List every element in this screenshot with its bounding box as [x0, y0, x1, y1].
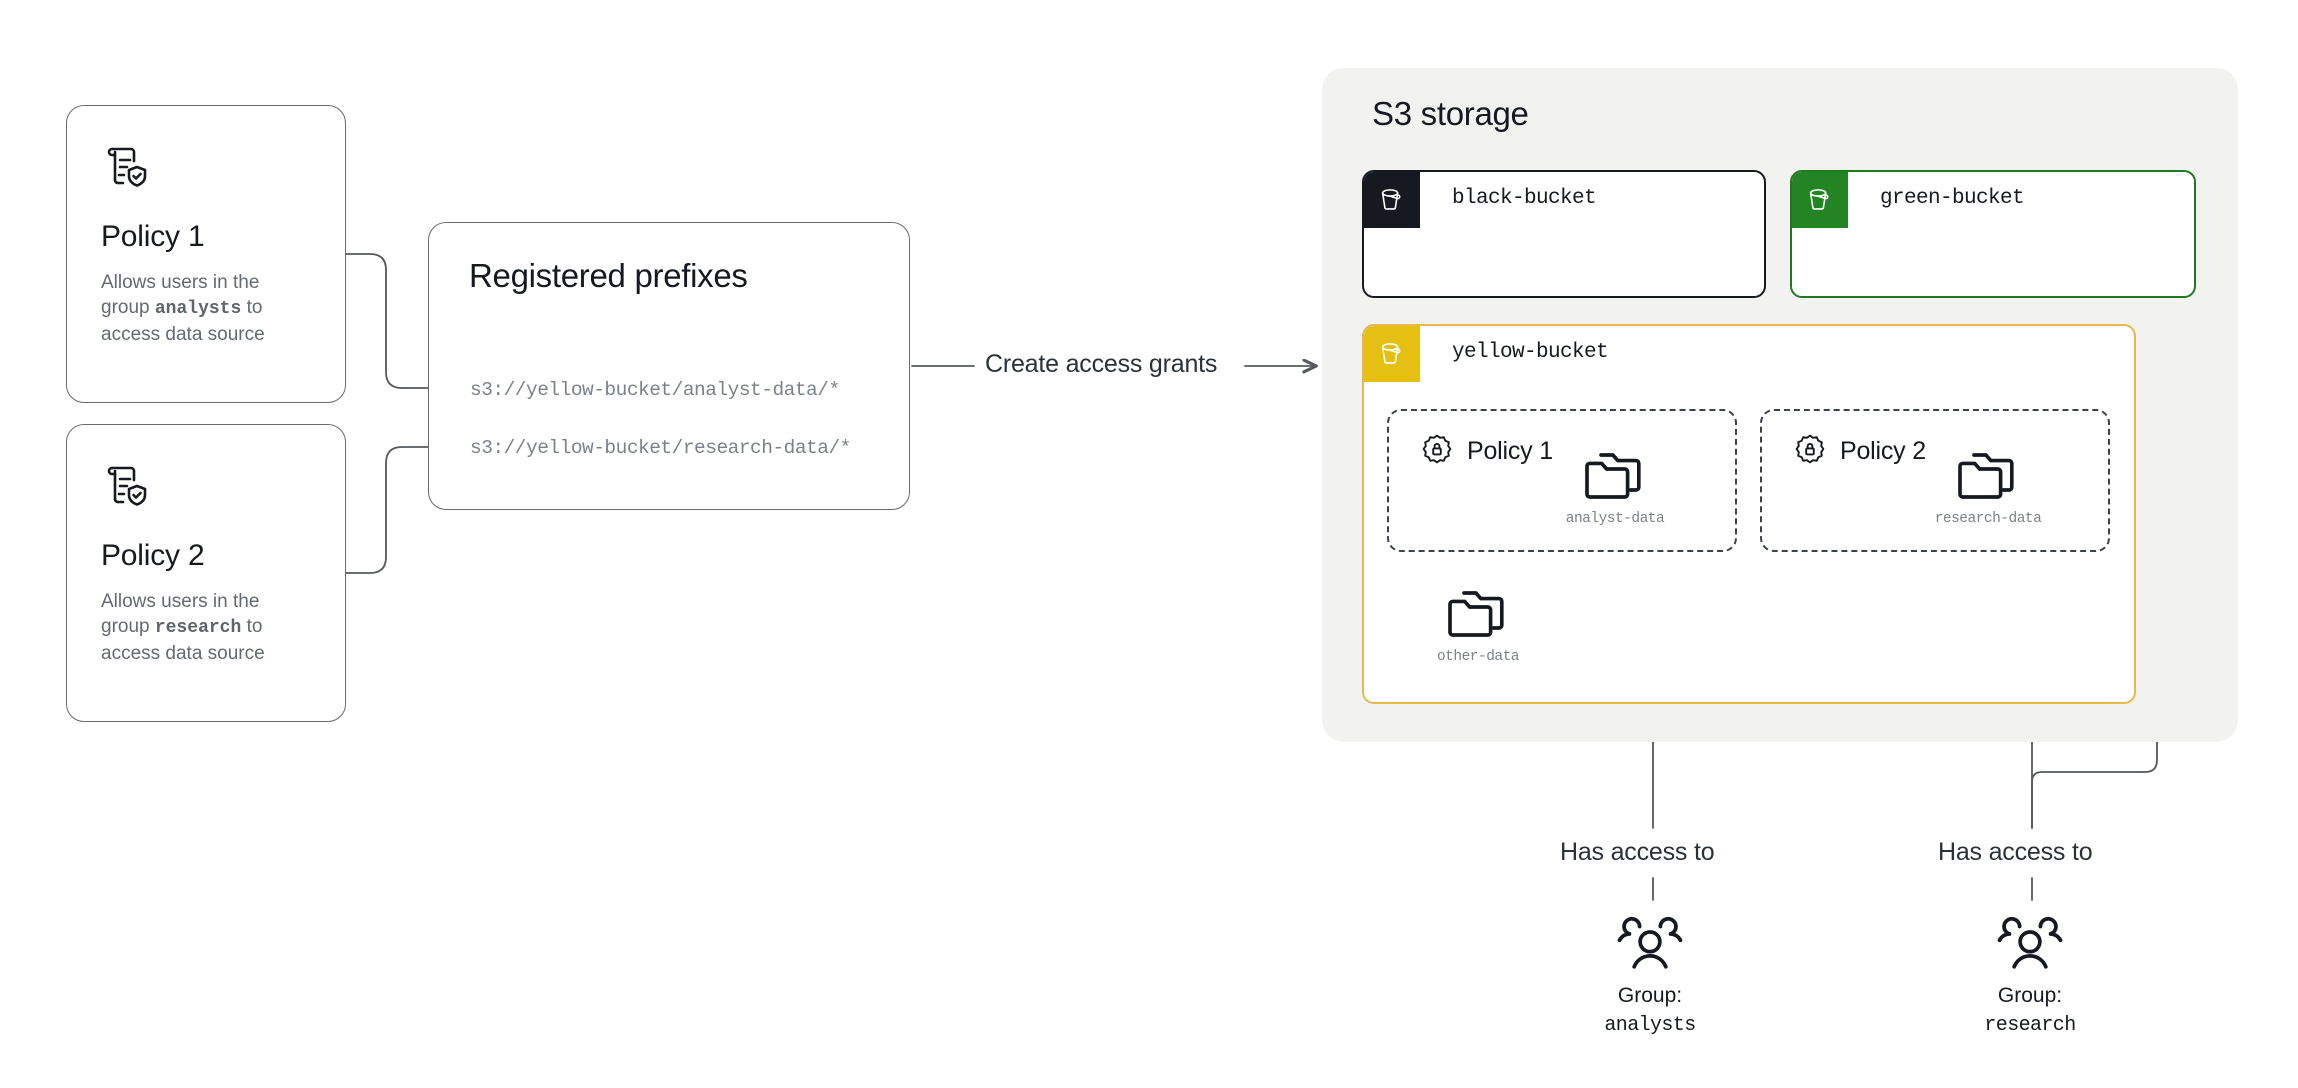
policy-lock-badge-icon — [1794, 433, 1826, 470]
has-access-to-label-2: Has access to — [1938, 838, 2093, 866]
folder-research-data[interactable]: research-data — [1918, 448, 2058, 527]
group-caption: Group: analysts — [1540, 982, 1760, 1040]
registered-prefixes-title: Registered prefixes — [469, 257, 748, 294]
policy-card-description: Allows users in the group research to ac… — [101, 589, 311, 666]
folder-analyst-data[interactable]: analyst-data — [1545, 448, 1685, 527]
folders-icon — [1954, 453, 2022, 508]
policy-group-1[interactable]: Policy 1 — [1387, 409, 1737, 552]
bucket-icon — [1364, 172, 1420, 228]
bucket-name: yellow-bucket — [1452, 341, 1609, 364]
policy-desc-group: research — [154, 618, 242, 638]
policy-desc-pre: Allows users in the group — [101, 591, 260, 637]
policy-group-2[interactable]: Policy 2 — [1760, 409, 2110, 552]
group-caption-label: Group: — [1997, 984, 2063, 1007]
has-access-to-label-1: Has access to — [1560, 838, 1715, 866]
bucket-card-green[interactable]: green-bucket — [1790, 170, 2196, 298]
bucket-icon — [1792, 172, 1848, 228]
group-node-research[interactable]: Group: research — [1920, 912, 2140, 1040]
policy-desc-pre: Allows users in the group — [101, 272, 260, 318]
policy-card-description: Allows users in the group analysts to ac… — [101, 270, 311, 347]
prefix-item-2: s3://yellow-bucket/research-data/* — [470, 437, 851, 459]
group-caption-label: Group: — [1617, 984, 1683, 1007]
registered-prefixes-box[interactable]: Registered prefixes — [428, 222, 910, 510]
policy-group-title: Policy 2 — [1840, 437, 1926, 465]
user-group-icon — [1991, 916, 2069, 977]
policy-desc-group: analysts — [154, 299, 242, 319]
folders-icon — [1581, 453, 1649, 508]
policy-group-title: Policy 1 — [1467, 437, 1553, 465]
group-name: research — [1984, 1014, 2076, 1037]
group-node-analysts[interactable]: Group: analysts — [1540, 912, 1760, 1040]
user-group-icon — [1611, 916, 1689, 977]
policy-desc-post: to access data source — [101, 616, 265, 664]
bucket-name: green-bucket — [1880, 187, 2025, 210]
policy-lock-badge-icon — [1421, 433, 1453, 470]
create-access-grants-label: Create access grants — [985, 350, 1218, 378]
bucket-card-yellow[interactable]: yellow-bucket — [1362, 324, 2136, 704]
folder-label: research-data — [1934, 511, 2042, 527]
policy-card-2[interactable]: Policy 2 Allows users in the group resea… — [66, 424, 346, 722]
policy-card-1[interactable]: Policy 1 Allows users in the group analy… — [66, 105, 346, 403]
s3-storage-title: S3 storage — [1372, 95, 1529, 132]
group-name: analysts — [1604, 1014, 1696, 1037]
bucket-name: black-bucket — [1452, 187, 1597, 210]
policy-desc-post: to access data source — [101, 297, 265, 345]
bucket-card-black[interactable]: black-bucket — [1362, 170, 1766, 298]
bucket-icon — [1364, 326, 1420, 382]
folders-icon — [1444, 591, 1512, 646]
group-caption: Group: research — [1920, 982, 2140, 1040]
policy-document-shield-icon — [101, 461, 153, 513]
folder-label: analyst-data — [1565, 511, 1665, 527]
prefix-item-1: s3://yellow-bucket/analyst-data/* — [470, 379, 840, 401]
folder-other-data[interactable]: other-data — [1408, 586, 1548, 665]
policy-document-shield-icon — [101, 142, 153, 194]
policy-card-title: Policy 1 — [101, 220, 205, 253]
folder-label: other-data — [1436, 649, 1520, 665]
policy-card-title: Policy 2 — [101, 539, 205, 572]
